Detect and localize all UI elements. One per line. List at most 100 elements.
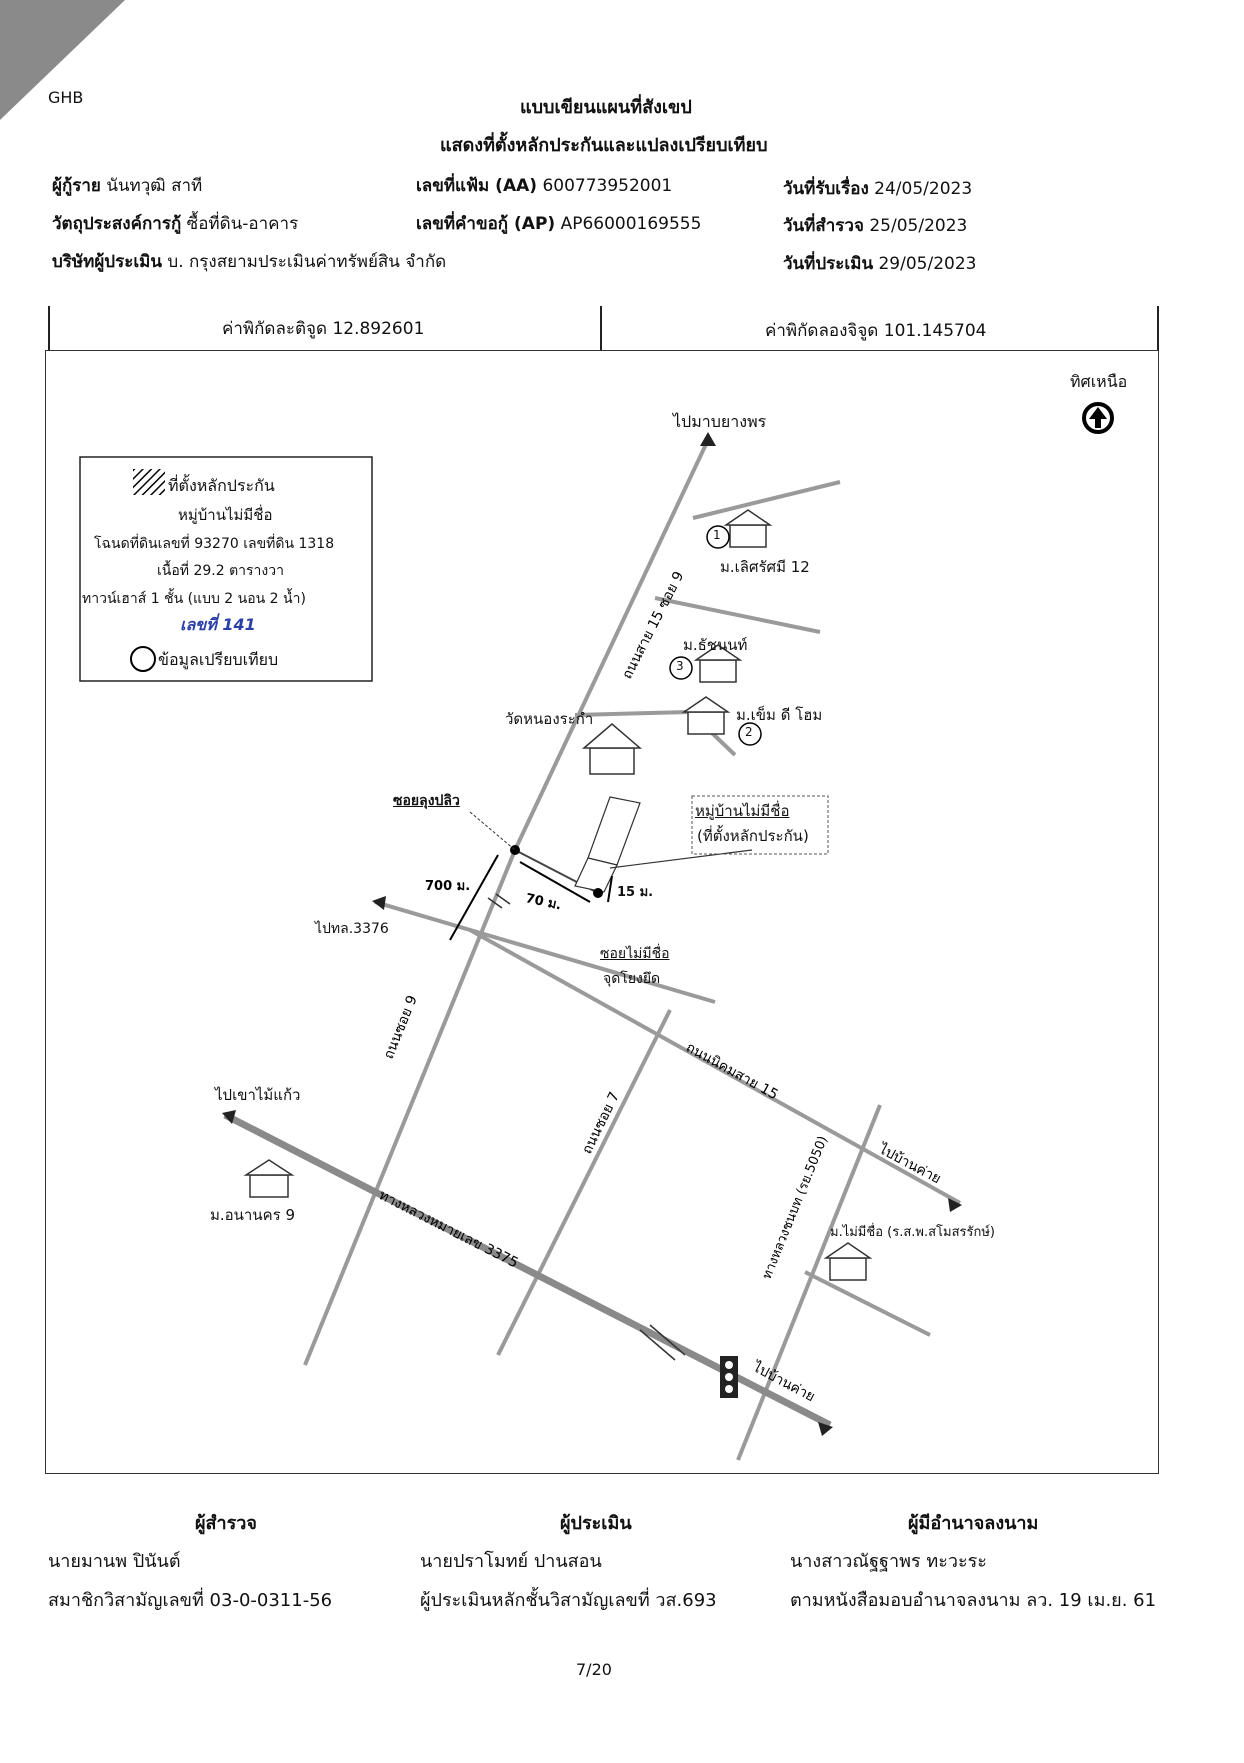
marker-2-num: 2	[745, 725, 753, 739]
road-5050	[736, 1104, 882, 1461]
house-icon-right-village	[823, 1242, 873, 1281]
target-label-box	[691, 795, 829, 855]
map-frame	[45, 350, 1159, 1474]
collateral-hatch-icon	[133, 469, 165, 495]
borrower-label: ผู้กู้ราย	[52, 176, 101, 196]
authorized-ref: ตามหนังสือมอบอำนาจลงนาม ลว. 19 เม.ย. 61	[790, 1590, 1157, 1611]
request-no-row: เลขที่คำขอกู้ (AP) AP66000169555	[416, 210, 701, 237]
received-label: วันที่รับเรื่อง	[783, 179, 869, 199]
road-soi9-north	[513, 439, 710, 851]
request-no-value: AP66000169555	[560, 214, 702, 234]
surveyor-title: ผู้สำรวจ	[195, 1513, 257, 1534]
page-number: 7/20	[576, 1660, 612, 1679]
road-temple	[574, 710, 691, 717]
north-label: ทิศเหนือ	[1070, 372, 1128, 391]
surveyor-name: นายมานพ ปินันต์	[48, 1551, 181, 1572]
survey-value: 25/05/2023	[869, 216, 968, 236]
comparison-markers	[669, 525, 762, 746]
marker-1-num: 1	[713, 528, 721, 542]
label-target-village: หมู่บ้านไม่มีชื่อ	[695, 802, 790, 820]
label-village-1: ม.เลิศรัศมี 12	[720, 558, 810, 576]
surveyor-id: สมาชิกวิสามัญเลขที่ 03-0-0311-56	[48, 1590, 333, 1611]
label-road-nikhom15: ถนนนิคมสาย 15	[683, 1040, 781, 1104]
pin-reference	[593, 888, 603, 898]
house-icon-village2	[681, 696, 731, 735]
purpose-label: วัตถุประสงค์การกู้	[52, 214, 182, 234]
north-arrow-icon	[1082, 402, 1114, 434]
borrower-row: ผู้กู้ราย นันทวุฒิ สาที	[52, 172, 202, 199]
dimension-lines	[449, 854, 613, 941]
traffic-light-icon	[720, 1356, 738, 1398]
label-highway-3375: ทางหลวงหมายเลข 3375	[376, 1187, 520, 1271]
request-no-label: เลขที่คำขอกู้ (AP)	[416, 214, 556, 234]
target-leader-line	[609, 849, 753, 869]
road-to-3376	[374, 900, 716, 1004]
marker-3-num: 3	[676, 659, 684, 673]
company-value: บ. กรุงสยามประเมินค่าทรัพย์สิน จำกัด	[167, 252, 447, 272]
legend-deed-line: โฉนดที่ดินเลขที่ 93270 เลขที่ดิน 1318	[94, 536, 335, 552]
company-label: บริษัทผู้ประเมิน	[52, 252, 162, 272]
road-right-branch	[804, 1270, 931, 1337]
file-no-value: 600773952001	[542, 176, 673, 196]
pin-leader	[469, 811, 516, 851]
coordinate-divider	[600, 306, 602, 350]
received-row: วันที่รับเรื่อง 24/05/2023	[783, 175, 972, 202]
authorized-title: ผู้มีอำนาจลงนาม	[908, 1513, 1039, 1534]
label-to-khaomaikaeo: ไปเขาไม้แก้ว	[215, 1086, 301, 1104]
doc-title: แบบเขียนแผนที่สังเขป	[520, 97, 692, 118]
legend-box	[79, 456, 373, 682]
survey-label: วันที่สำรวจ	[783, 216, 864, 236]
highway-3375	[223, 1111, 832, 1429]
house-icon-village1	[723, 509, 773, 548]
legend-collateral-label: ที่ตั้งหลักประกัน	[168, 476, 275, 495]
longitude-text: ค่าพิกัดลองจิจูด 101.145704	[765, 321, 987, 341]
label-road-soi9: ถนนซอย 9	[381, 993, 421, 1061]
marker-1	[706, 525, 730, 549]
label-pin-lung-pliew: ซอยลุงปลิว	[393, 793, 460, 809]
house-icon-village3	[693, 644, 743, 683]
house-icons	[243, 509, 873, 1281]
marker-2	[738, 722, 762, 746]
legend-building-line: ทาวน์เฮาส์ 1 ชั้น (แบบ 2 นอน 2 น้ำ)	[82, 591, 306, 607]
label-reference-point: จุดโยงยึด	[603, 971, 661, 987]
road-village3	[654, 596, 821, 634]
label-dist-700: 700 ม.	[425, 879, 470, 894]
company-row: บริษัทผู้ประเมิน บ. กรุงสยามประเมินค่าทร…	[52, 248, 446, 275]
road-nikhom-15	[469, 928, 961, 1205]
road-village1	[692, 480, 841, 520]
legend-area-line: เนื้อที่ 29.2 ตารางวา	[157, 563, 284, 579]
purpose-row: วัตถุประสงค์การกู้ ซื้อที่ดิน-อาคาร	[52, 210, 298, 237]
marker-3	[669, 656, 693, 680]
label-to-yangphon: ไปมาบยางพร	[673, 412, 767, 431]
authorized-name: นางสาวณัฐฐาพร ทะวะระ	[790, 1551, 987, 1572]
file-no-label: เลขที่แฟ้ม (AA)	[416, 176, 538, 196]
label-village-2: ม.เข็ม ดี โฮม	[736, 706, 823, 724]
borrower-value: นันทวุฒิ สาที	[106, 176, 203, 196]
label-village-right: ม.ไม่มีชื่อ (ร.ส.พ.สโมสรรักษ์)	[830, 1225, 995, 1240]
label-to-thl3376: ไปทล.3376	[315, 921, 389, 937]
appraiser-title: ผู้ประเมิน	[560, 1513, 632, 1534]
file-no-row: เลขที่แฟ้ม (AA) 600773952001	[416, 172, 672, 199]
break-marks	[487, 893, 686, 1361]
legend-village-line: หมู่บ้านไม่มีชื่อ	[178, 506, 273, 524]
appraisal-label: วันที่ประเมิน	[783, 254, 874, 274]
label-village-anankhon: ม.อนานคร 9	[210, 1206, 295, 1224]
survey-row: วันที่สำรวจ 25/05/2023	[783, 212, 967, 239]
label-village-3: ม.ธัชนนท์	[683, 636, 748, 654]
corner-tag: GHB	[48, 88, 84, 107]
label-temple: วัดหนองระกำ	[505, 710, 594, 728]
legend-handwritten-note: เลขที่ 141	[180, 615, 256, 634]
appraiser-id: ผู้ประเมินหลักชั้นวิสามัญเลขที่ วส.693	[420, 1590, 717, 1611]
doc-subtitle: แสดงที่ตั้งหลักประกันและแปลงเปรียบเทียบ	[440, 135, 768, 156]
target-parcels	[574, 796, 641, 893]
road-network	[303, 439, 961, 1461]
corner-fold	[0, 0, 125, 120]
purpose-value: ซื้อที่ดิน-อาคาร	[186, 214, 299, 234]
received-value: 24/05/2023	[874, 179, 973, 199]
label-soi-noname: ซอยไม่มีชื่อ	[600, 946, 670, 962]
appraisal-value: 29/05/2023	[878, 254, 977, 274]
appraiser-name: นายปราโมทย์ ปานสอน	[420, 1551, 602, 1572]
road-arrows	[222, 432, 962, 1436]
comparison-circle-icon	[130, 646, 156, 672]
